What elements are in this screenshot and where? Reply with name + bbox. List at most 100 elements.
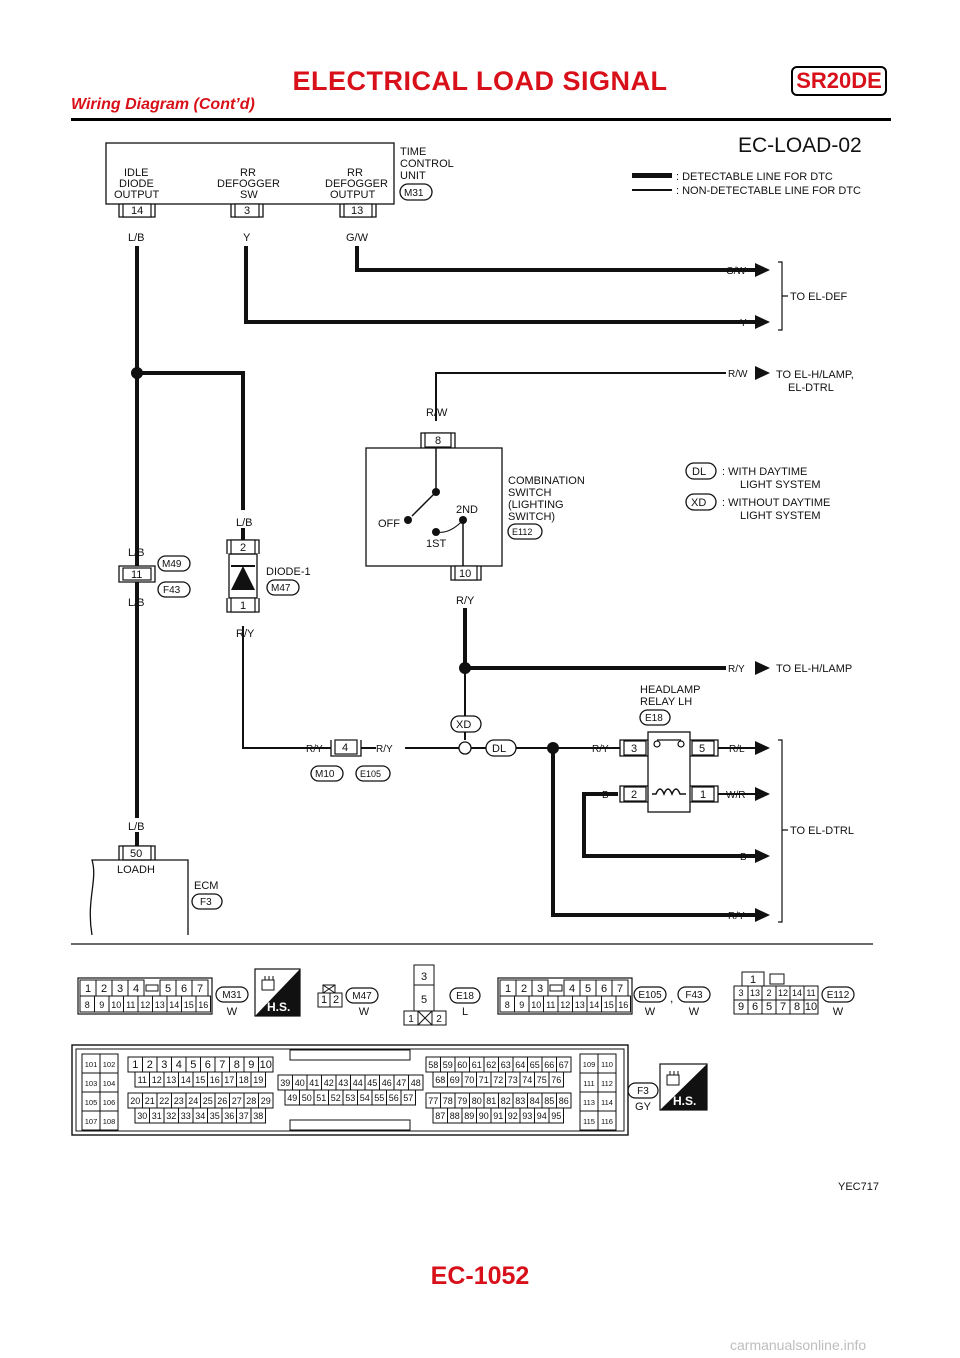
f3-g3r3-pin: 80	[472, 1096, 482, 1106]
wire-gw	[355, 246, 755, 272]
e112-r1-pin: 12	[778, 988, 788, 998]
f3-left-pin: 102	[103, 1060, 116, 1069]
e112-r2-pin: 9	[738, 1001, 744, 1013]
e105-tag	[633, 986, 667, 1003]
ecm-box	[89, 859, 189, 936]
f3-tag	[627, 1082, 659, 1099]
joint-conn-f43: F43	[163, 585, 181, 596]
watermark: carmanualsonline.info	[730, 1337, 867, 1353]
dest-hlamp-1: TO EL-H/LAMP,	[776, 369, 854, 381]
f3-g1r3-pin: 24	[188, 1096, 198, 1106]
f3-color: GY	[635, 1101, 652, 1113]
e105-r1-pin: 2	[521, 983, 527, 995]
relay-label-2: RELAY LH	[640, 696, 692, 708]
f3-g1r1-pin: 8	[234, 1059, 240, 1071]
f3-left-cell	[99, 1110, 119, 1131]
f3-g1r4-pin: 30	[137, 1111, 147, 1121]
f3-inner	[75, 1048, 625, 1132]
e105-r1-pin: 1	[505, 983, 511, 995]
m31-r1-pin: 5	[165, 983, 171, 995]
f3-g3r4-pin: 94	[537, 1111, 547, 1121]
mid-conn-m10: M10	[315, 769, 335, 780]
tcu-label-2: CONTROL	[400, 158, 454, 170]
f3-right-pin: 113	[583, 1098, 595, 1107]
m31-r2-pin: 16	[198, 1000, 208, 1010]
f3-g2r1-pin: 41	[309, 1078, 319, 1088]
switch-box	[365, 447, 503, 567]
ecm-pin-50: 50	[130, 848, 142, 860]
switch-wire-rw: R/W	[426, 407, 448, 419]
diode-label: DIODE-1	[266, 566, 311, 578]
relay-body	[647, 731, 691, 813]
hs-f3-label: H.S.	[673, 1094, 696, 1108]
e105-r1-pin: 5	[585, 983, 591, 995]
f3-g1r4-pin: 32	[166, 1111, 176, 1121]
f3-g3r1-pin: 62	[486, 1060, 496, 1070]
f43-tag-text: F43	[685, 990, 703, 1001]
tcu-rrsw-2: DEFOGGER	[217, 178, 280, 190]
diode-wire-ry: R/Y	[236, 628, 255, 640]
f43-tag	[677, 986, 711, 1003]
f3-g1r2-pin: 12	[152, 1075, 162, 1085]
f3-g3r2-pin: 70	[464, 1075, 474, 1085]
e105-r2-cell	[615, 995, 631, 1013]
f3-g3r2-cell	[548, 1071, 564, 1088]
f3-left-pin: 105	[85, 1098, 98, 1107]
brace-el-dtrl	[778, 739, 788, 923]
legend-xd-tag	[685, 493, 717, 511]
f3-g1r2-pin: 16	[210, 1075, 220, 1085]
tcu-rrout-3: OUTPUT	[330, 189, 376, 201]
tcu-rrsw-1: RR	[240, 167, 256, 179]
m31-r2-pin: 15	[184, 1000, 194, 1010]
legend-xd-text-2: LIGHT SYSTEM	[740, 510, 820, 522]
mid-xd-text: XD	[456, 719, 471, 731]
relay-pin-2-frame	[619, 785, 648, 803]
f3-g1r1-pin: 10	[260, 1059, 272, 1071]
mid-connector: R/Y 4 R/Y M10 E105 XD DL	[305, 715, 517, 782]
switch-pin-8-box	[424, 432, 452, 448]
switch-1st: 1ST	[426, 538, 446, 550]
f3-g3r1-pin: 59	[443, 1060, 453, 1070]
f3-g2r1-pin: 39	[280, 1078, 290, 1088]
f3-g3r4-cell	[548, 1107, 564, 1124]
f3-g1r2-pin: 18	[239, 1075, 249, 1085]
switch-connector-text: E112	[512, 527, 532, 537]
f3-g3r4-pin: 95	[551, 1111, 561, 1121]
tcu-pin-14-box	[122, 203, 152, 218]
f3-g3r1-pin: 64	[515, 1060, 525, 1070]
relay-pin-3-frame	[619, 739, 648, 757]
f3-g1r4-pin: 35	[210, 1111, 220, 1121]
m31-tag	[215, 986, 249, 1003]
f3-g2r2-cell	[400, 1089, 416, 1106]
e112-r1-pin: 11	[806, 988, 815, 998]
splice-lb	[131, 367, 143, 379]
f3-g2r2-pin: 49	[287, 1093, 297, 1103]
relay-coil	[652, 788, 686, 797]
ecm-pin-name: LOADH	[117, 864, 155, 876]
tcu-wire-y: Y	[243, 232, 251, 244]
f3-g3r3-pin: 77	[428, 1096, 438, 1106]
wire-ry-diode-out	[242, 626, 305, 749]
f3-g3r1-pin: 66	[544, 1060, 554, 1070]
diode-connector-text: M47	[271, 583, 291, 594]
diode-connector-tag	[266, 579, 300, 596]
switch-label-4: SWITCH)	[508, 511, 555, 523]
f3-g3r3-pin: 84	[530, 1096, 540, 1106]
figure-id: YEC717	[838, 1181, 879, 1193]
f3-g1r1-pin: 1	[132, 1059, 138, 1071]
f3-g3r1-pin: 60	[457, 1060, 467, 1070]
relay-wire-ry: R/Y	[592, 744, 609, 755]
relay-connector-text: E18	[645, 713, 663, 724]
diode-wire-lb: L/B	[236, 517, 253, 529]
f3-g2r2-pin: 53	[345, 1093, 355, 1103]
f3-g1r3-pin: 20	[130, 1096, 140, 1106]
tcu-pin-3-box	[234, 203, 260, 218]
tcu-wire-lb: L/B	[128, 232, 145, 244]
f3-g3r2-pin: 74	[522, 1075, 532, 1085]
headlamp-relay: HEADLAMP RELAY LH E18 R/Y 3 5 2 1 B	[590, 684, 719, 813]
e105-r2-pin: 9	[519, 1000, 524, 1010]
right-destinations: G/W Y TO EL-DEF R/W TO EL-H/LAMP, EL-DTR…	[726, 261, 854, 923]
f3-g1r4-pin: 38	[253, 1111, 263, 1121]
